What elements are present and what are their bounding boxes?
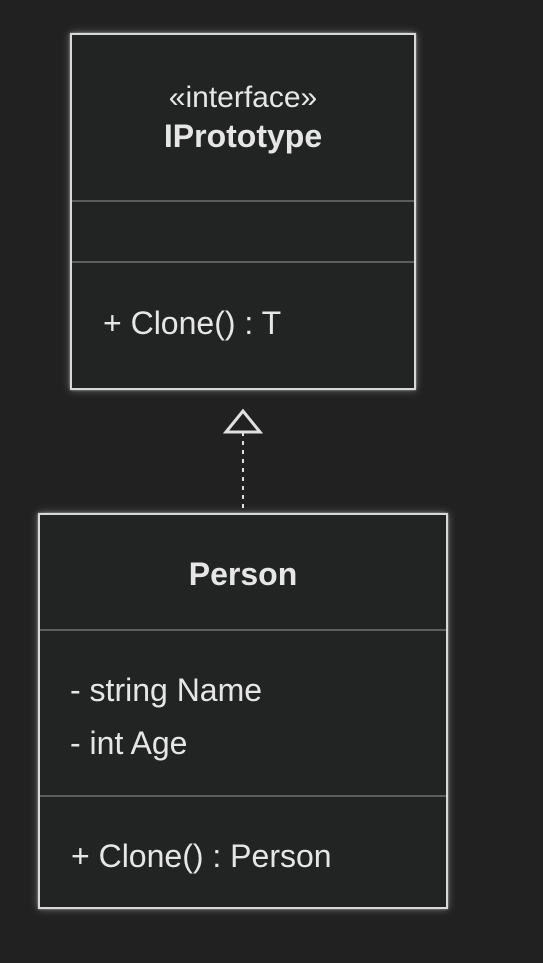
interface-header: «interface» IPrototype	[72, 35, 414, 202]
interface-operation: + Clone() : T	[103, 305, 282, 341]
class-attribute: - string Name	[70, 672, 263, 708]
class-header: Person	[40, 515, 446, 631]
class-name: Person	[188, 556, 298, 592]
class-operations: + Clone() : Person	[40, 797, 446, 907]
interface-iprototype[interactable]: «interface» IPrototype + Clone() : T	[70, 33, 416, 390]
interface-name: IPrototype	[163, 117, 323, 154]
interface-operations: + Clone() : T	[72, 263, 414, 388]
interface-stereotype: «interface»	[168, 80, 318, 114]
class-attribute: - int Age	[70, 725, 188, 761]
class-person[interactable]: Person - string Name - int Age + Clone()…	[38, 513, 448, 909]
class-operation: + Clone() : Person	[71, 838, 332, 874]
class-attributes: - string Name - int Age	[40, 631, 446, 797]
interface-attributes	[72, 202, 414, 263]
realization-arrowhead	[222, 408, 264, 434]
